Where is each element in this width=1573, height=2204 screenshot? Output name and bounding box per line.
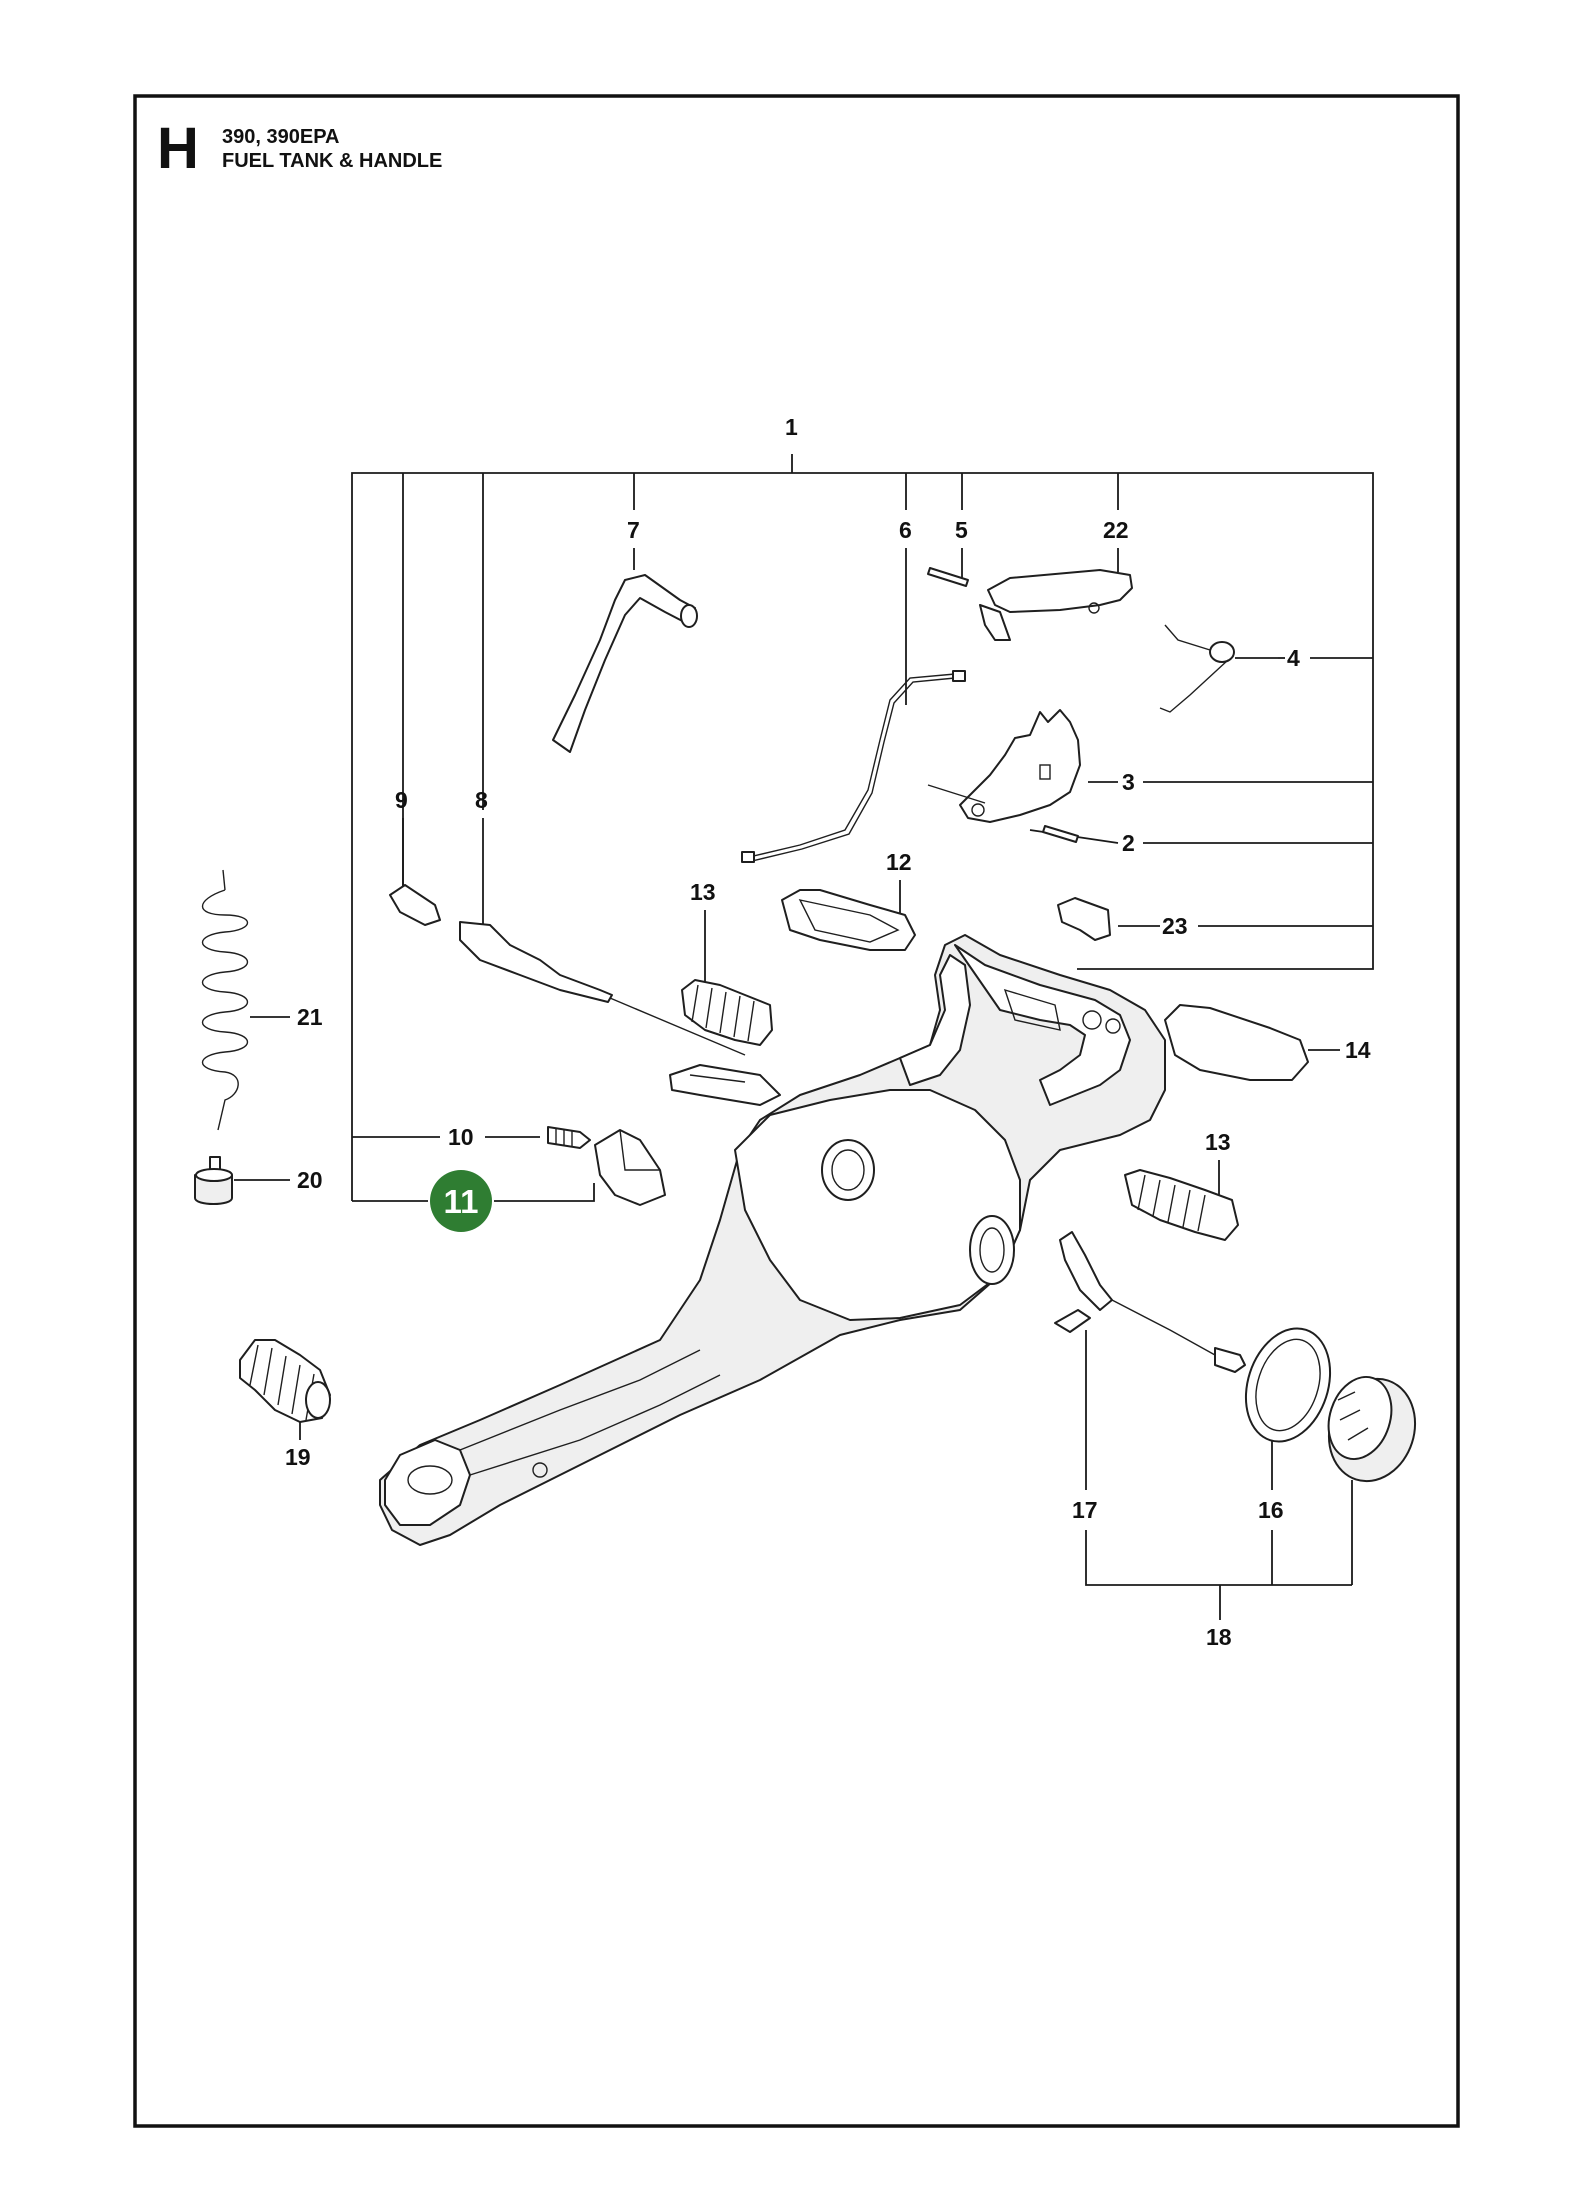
callout-5: 5 xyxy=(955,517,968,543)
fuel-tank-handle-body xyxy=(379,934,1166,1546)
callout-8: 8 xyxy=(475,787,488,813)
part-23-clip xyxy=(1057,897,1111,941)
callout-11-highlight[interactable]: 11 xyxy=(430,1170,492,1232)
part-12-cover-plate xyxy=(781,889,916,951)
part-13-av-spring-upper xyxy=(681,979,773,1046)
part-6-throttle-cable xyxy=(741,670,966,863)
part-11-bracket xyxy=(594,1129,666,1206)
callout-4: 4 xyxy=(1287,645,1300,671)
callout-9: 9 xyxy=(395,787,408,813)
part-8-rod xyxy=(459,921,746,1056)
part-2-pin xyxy=(927,784,1079,843)
callout-numbers: 1 7 6 5 22 4 3 2 9 8 12 13 23 21 14 10 1… xyxy=(285,414,1371,1650)
part-5-pin xyxy=(927,567,969,587)
callout-22: 22 xyxy=(1103,517,1129,543)
callout-13-lower: 13 xyxy=(1205,1129,1231,1155)
callout-7: 7 xyxy=(627,517,640,543)
part-13-av-spring-lower xyxy=(1124,1169,1239,1241)
page-frame xyxy=(133,94,1460,2128)
part-7-fuel-hose xyxy=(552,574,698,753)
callout-13-upper: 13 xyxy=(690,879,716,905)
part-21-coil-spring xyxy=(202,869,248,1131)
callout-23: 23 xyxy=(1162,913,1188,939)
callout-11: 11 xyxy=(444,1183,479,1220)
part-18-fuel-cap xyxy=(1327,1375,1417,1483)
callout-19: 19 xyxy=(285,1444,311,1470)
callout-12: 12 xyxy=(886,849,912,875)
model-numbers: 390, 390EPA xyxy=(222,126,340,148)
callout-2: 2 xyxy=(1122,830,1135,856)
part-20-fuel-filter xyxy=(194,1156,233,1205)
part-19-av-spring xyxy=(239,1339,331,1423)
callout-20: 20 xyxy=(297,1167,323,1193)
highlight-badge[interactable] xyxy=(430,1170,492,1232)
callout-21: 21 xyxy=(297,1004,323,1030)
callout-18: 18 xyxy=(1206,1624,1232,1650)
part-10-screw xyxy=(547,1126,591,1149)
part-22-throttle-lockout xyxy=(979,569,1133,641)
section-letter: H xyxy=(157,116,199,181)
part-16-seal-ring xyxy=(1244,1327,1332,1443)
part-14-handle-grip xyxy=(1164,1004,1309,1081)
callout-16: 16 xyxy=(1258,1497,1284,1523)
callout-6: 6 xyxy=(899,517,912,543)
part-17-cap-strap xyxy=(1054,1231,1246,1373)
callout-3: 3 xyxy=(1122,769,1135,795)
callout-14: 14 xyxy=(1345,1037,1371,1063)
leader-lines xyxy=(234,454,1374,1620)
callout-17: 17 xyxy=(1072,1497,1098,1523)
part-3-throttle-trigger xyxy=(959,709,1081,823)
callout-1: 1 xyxy=(785,414,798,440)
callout-10: 10 xyxy=(448,1124,474,1150)
part-9-fitting xyxy=(389,884,441,926)
part-4-torsion-spring xyxy=(1159,624,1235,713)
page-title: FUEL TANK & HANDLE xyxy=(222,150,442,172)
